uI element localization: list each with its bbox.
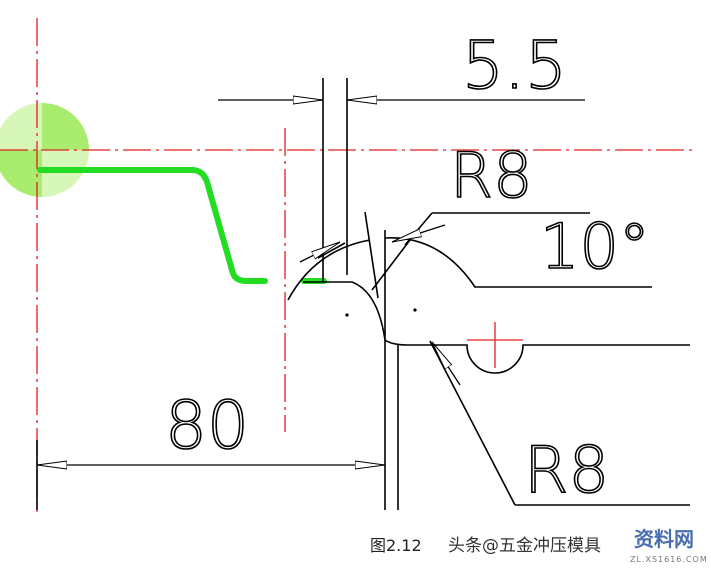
dim-angle-label: 10° — [540, 210, 650, 283]
figure-caption: 图2.12 — [370, 536, 422, 555]
part-outline — [36, 78, 690, 510]
centerlines — [0, 18, 692, 512]
leader-r8-bottom-arrow — [431, 341, 461, 386]
dim-length-label: 80 — [165, 387, 249, 464]
watermark-logo: 资料网 — [634, 527, 694, 551]
angle-arrow-left — [299, 241, 341, 263]
dim-radius-top-label: R8 — [450, 139, 533, 212]
dim-gap-label: 5.5 — [462, 27, 567, 104]
dimension-lines — [37, 100, 585, 465]
angle-arrow-right — [392, 224, 446, 243]
tool-path — [37, 167, 327, 284]
watermark-url: ZL.XS1616.COM — [630, 555, 708, 564]
source-caption: 头条@五金冲压模具 — [448, 536, 601, 556]
dim-radius-bottom-label: R8 — [524, 434, 609, 508]
